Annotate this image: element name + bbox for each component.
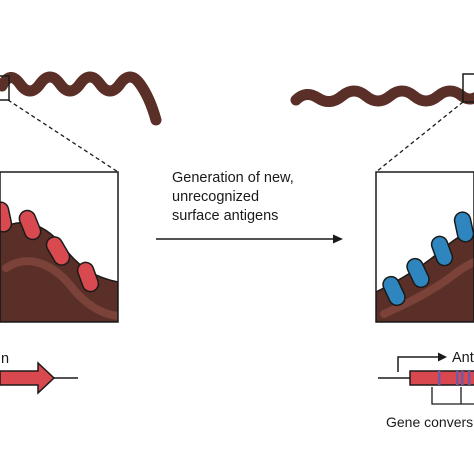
right-gene-bar bbox=[378, 370, 474, 386]
bacterium-right bbox=[290, 85, 474, 107]
left-gene-label: n bbox=[1, 351, 9, 367]
zoom-lines bbox=[7, 99, 464, 173]
bacterium-left bbox=[0, 71, 162, 126]
right-gene-label: Ant bbox=[452, 350, 474, 366]
middle-label-line-2: unrecognized bbox=[172, 189, 259, 205]
new-surface-antigens bbox=[382, 211, 474, 307]
zoom-box-small-left bbox=[0, 75, 10, 101]
converted-gene-segments bbox=[438, 371, 471, 385]
left-gene-arrow bbox=[0, 361, 78, 395]
middle-label-line-1: Generation of new, bbox=[172, 170, 294, 186]
old-surface-antigens bbox=[0, 201, 100, 293]
zoom-panel-left bbox=[0, 171, 119, 323]
gene-conversion-bracket bbox=[431, 387, 474, 405]
zoom-panel-right bbox=[375, 171, 474, 323]
middle-label-line-3: surface antigens bbox=[172, 208, 278, 224]
gene-conversion-label: Gene convers bbox=[386, 414, 473, 430]
zoom-box-small-right bbox=[462, 73, 474, 103]
right-gene-promoter-arrow bbox=[397, 352, 447, 372]
process-arrow bbox=[156, 234, 343, 244]
